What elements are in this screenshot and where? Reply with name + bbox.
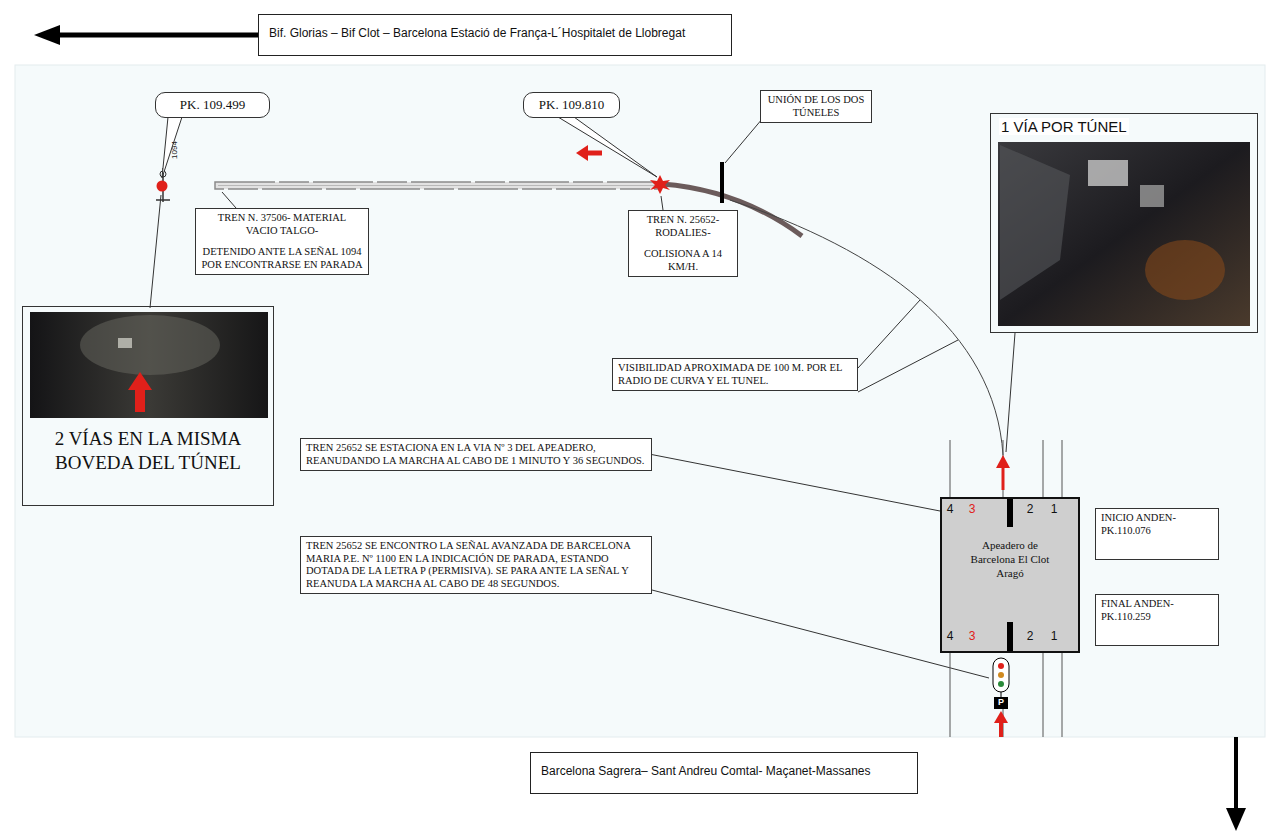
signal-number: 1094 (171, 141, 179, 159)
node-text: COLISIONA A 14 KM/H. (634, 248, 732, 273)
note-box: UNIÓN DE LOS DOS TÚNELES (760, 90, 872, 123)
signal-base (156, 199, 170, 201)
direction-arrow (999, 722, 1003, 737)
tunnel-sign (1140, 185, 1164, 207)
node-text: TREN N. 37506- MATERIAL VACIO TALGO- (201, 212, 363, 237)
note-box: VISIBILIDAD APROXIMADA DE 100 M. POR EL … (612, 358, 858, 391)
track-number: 2 (1024, 630, 1036, 642)
curve-line (730, 200, 1003, 455)
tunnel-photo (998, 142, 1250, 326)
callout-tail (558, 117, 657, 177)
callout-tail (162, 117, 182, 178)
tunnel-light (1145, 240, 1225, 300)
track-number: 3 (966, 630, 978, 642)
impact-mark (157, 181, 168, 192)
node-text: UNIÓN DE LOS DOS TÚNELES (766, 94, 866, 119)
direction-arrow (58, 33, 258, 38)
node-text: TREN N. 25652- RODALIES- (634, 214, 732, 239)
tunnel-light (118, 338, 132, 348)
pk-box: FINAL ANDEN- PK.110.259 (1095, 594, 1219, 646)
collision-mark (650, 175, 670, 194)
node-text: Bif. Glorias – Bif Clot – Barcelona Esta… (269, 26, 721, 40)
track-number: 4 (944, 503, 956, 515)
arrow-head (1226, 808, 1246, 831)
arrow-head (34, 25, 60, 45)
track-number: 4 (944, 630, 956, 642)
leader-line (858, 300, 920, 368)
direction-arrow (1002, 466, 1005, 490)
photo-arrow (128, 372, 152, 412)
node-text: Barcelona Sagrera– Sant Andreu Comtal- M… (541, 764, 907, 778)
signal-letter: P (995, 698, 1007, 707)
node-text: TREN 25652 SE ESTACIONA EN LA VIA Nº 3 D… (306, 442, 646, 467)
leader-line (150, 195, 161, 308)
talgo-train (215, 182, 657, 189)
tunnel-photo (30, 312, 268, 418)
note-box: TREN 25652 SE ESTACIONA EN LA VIA Nº 3 D… (300, 438, 652, 471)
route-box: Bif. Glorias – Bif Clot – Barcelona Esta… (258, 14, 732, 56)
signal-lamp (998, 672, 1004, 678)
tunnel-vault (80, 315, 220, 375)
station-box: Apeadero de Barcelona El Clot Aragó (940, 497, 1080, 653)
platform-fill (940, 497, 1080, 653)
node-text: DETENIDO ANTE LA SEÑAL 1094 POR ENCONTRA… (201, 246, 363, 271)
track-number: 3 (966, 503, 978, 515)
node-text: VISIBILIDAD APROXIMADA DE 100 M. POR EL … (618, 362, 852, 387)
node-text: PK. 109.499 (162, 97, 263, 113)
node-text: FINAL ANDEN- PK.110.259 (1101, 598, 1213, 623)
track (950, 653, 951, 737)
track (1062, 653, 1063, 737)
track (1003, 440, 1004, 497)
tunnel-junction-bar (720, 162, 724, 203)
arrow-head (576, 145, 588, 161)
node-text: PK. 109.810 (530, 97, 613, 113)
leader-line (652, 590, 989, 678)
track (1043, 440, 1044, 497)
track (1043, 653, 1044, 737)
leader-line (652, 455, 940, 511)
pk-callout: PK. 109.499 (155, 92, 270, 118)
pk-callout: PK. 109.810 (523, 92, 620, 118)
platform-divider (1007, 622, 1013, 653)
tunnel-sign (1088, 160, 1128, 186)
leader-line (1006, 333, 1015, 452)
route-box: Barcelona Sagrera– Sant Andreu Comtal- M… (530, 752, 918, 794)
train-note: TREN N. 25652- RODALIES- COLISIONA A 14 K… (628, 210, 738, 277)
node-text: INICIO ANDEN- PK.110.076 (1101, 512, 1213, 537)
note-box: TREN 25652 SE ENCONTRO LA SEÑAL AVANZADA… (300, 536, 652, 594)
node-text: Apeadero de Barcelona El Clot Aragó (964, 539, 1056, 580)
train-note: TREN N. 37506- MATERIAL VACIO TALGO- DETE… (195, 208, 369, 275)
pk-box: INICIO ANDEN- PK.110.076 (1095, 508, 1219, 560)
arrow-head (994, 711, 1008, 723)
signal-head (993, 658, 1009, 692)
signal-lamp (998, 663, 1004, 669)
signal-lamp (998, 681, 1004, 687)
signal-plate (994, 697, 1008, 709)
track-number: 1 (1048, 503, 1060, 515)
tunnel-wall (1000, 145, 1070, 300)
arrow-head (996, 455, 1010, 468)
photo-box: 1 VÍA POR TÚNEL (990, 113, 1258, 333)
leader-line (661, 196, 663, 210)
node-text: TREN 25652 SE ENCONTRO LA SEÑAL AVANZADA… (306, 540, 646, 590)
track (218, 185, 655, 186)
photo-box: 2 VÍAS EN LA MISMA BOVEDA DEL TÚNEL (22, 306, 274, 506)
direction-arrow (1234, 737, 1238, 810)
leader-line (858, 340, 958, 392)
node-text: 2 VÍAS EN LA MISMA BOVEDA DEL TÚNEL (31, 427, 265, 475)
platform-divider (1007, 497, 1013, 527)
track-number: 2 (1024, 503, 1036, 515)
track (1062, 440, 1063, 497)
track (950, 440, 951, 497)
diagram-ground (15, 65, 1265, 737)
signal-post (1001, 692, 1002, 697)
node-text: 1 VÍA POR TÚNEL (999, 118, 1129, 135)
direction-arrow (586, 151, 602, 156)
leader-line (222, 192, 236, 208)
track-number: 1 (1048, 630, 1060, 642)
